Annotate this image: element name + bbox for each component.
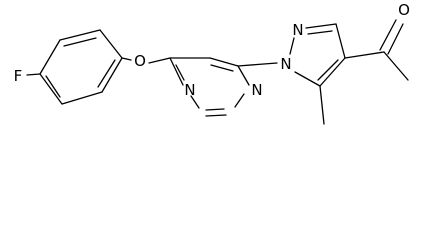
bond — [59, 29, 101, 41]
bond — [205, 114, 227, 117]
bond — [39, 73, 63, 105]
bond-c-o-double-1 — [379, 19, 397, 51]
bond — [319, 57, 346, 87]
double-bond-inner — [307, 30, 333, 35]
double-bond-inner — [175, 64, 185, 81]
pyrimidine-n1-label: N — [184, 81, 195, 99]
pyrazole-n2-label: N — [292, 21, 303, 39]
bond — [61, 91, 103, 105]
double-bond-inner — [97, 59, 116, 88]
bond — [39, 39, 61, 75]
chemical-structure-diagram: F O N N N N O — [14, 1, 410, 125]
bond — [169, 57, 184, 86]
bond — [237, 65, 250, 86]
carbonyl-oxygen-label: O — [398, 1, 410, 19]
pyrimidine-ring — [169, 57, 250, 117]
bond-ring-carbonyl — [344, 51, 385, 59]
fluorine-label: F — [14, 67, 23, 85]
bond — [294, 71, 321, 87]
bond-c-o — [121, 57, 132, 61]
ether-oxygen-label: O — [134, 52, 146, 70]
bond — [190, 95, 200, 109]
pyrimidine-n3-label: N — [251, 81, 262, 99]
bond-o-c — [148, 57, 171, 64]
bond-c-o-double-2 — [387, 23, 404, 55]
bond — [234, 93, 245, 108]
bond — [289, 37, 295, 55]
bond-carbonyl-methyl — [383, 51, 409, 81]
double-bond-inner — [210, 64, 234, 72]
fluorophenyl-ring — [39, 29, 123, 105]
bond — [335, 23, 346, 59]
pyrazole-ring — [289, 23, 346, 87]
pyrazole-n1-label: N — [280, 55, 291, 73]
double-bond-inner — [63, 37, 97, 47]
double-bond-inner — [45, 75, 61, 98]
double-bond-inner — [205, 108, 225, 111]
bond — [99, 29, 123, 59]
bond — [305, 23, 337, 29]
bond-pyrimidine-pyrazole — [237, 62, 278, 67]
bond-c-f — [26, 73, 41, 76]
bond-methyl — [319, 85, 325, 125]
bond — [209, 57, 239, 67]
double-bond-inner — [317, 59, 339, 81]
bond — [101, 57, 123, 93]
